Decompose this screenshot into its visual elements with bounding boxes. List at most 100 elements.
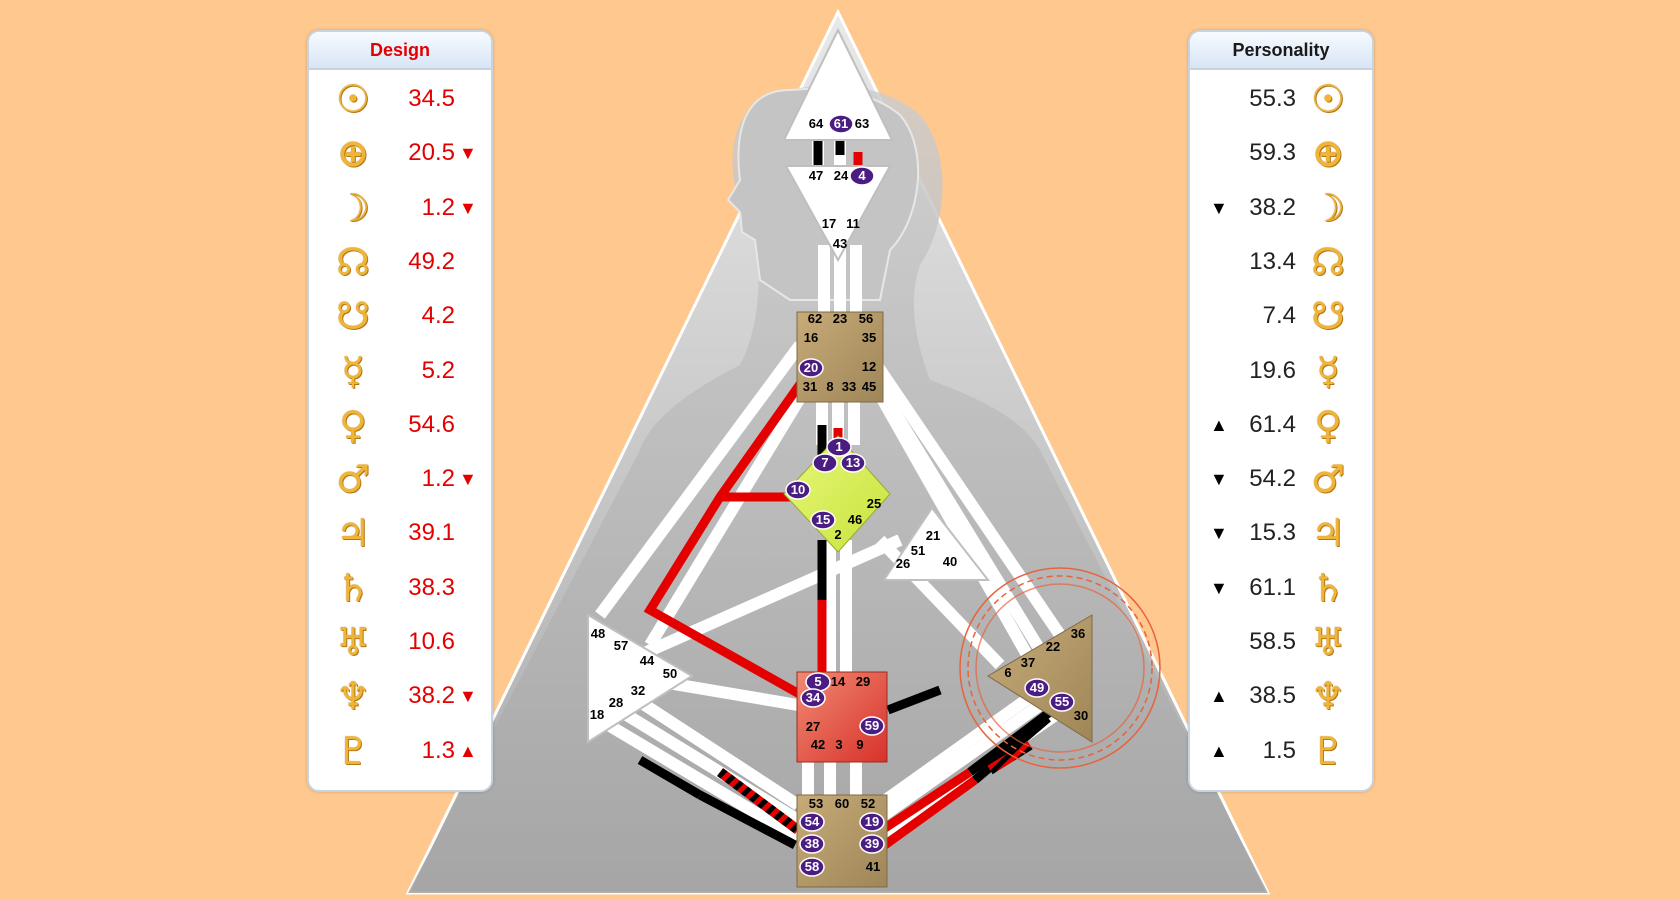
personality-row-mercury: ☿19.6 [1190, 344, 1372, 398]
design-direction-arrow: ▼ [459, 197, 477, 218]
personality-row-neptune: ♆38.5▲ [1190, 669, 1372, 723]
gate-64: 64 [809, 116, 824, 131]
personality-direction-arrow: ▼ [1210, 577, 1228, 598]
gate-number: 63 [855, 116, 869, 131]
mercury-icon: ☿ [1316, 348, 1340, 393]
gate-number: 15 [816, 512, 830, 527]
gate-number: 12 [862, 359, 876, 374]
neptune-icon: ♆ [335, 674, 371, 719]
gate-58: 58 [799, 857, 825, 877]
gate-number: 58 [805, 859, 819, 874]
gate-number: 7 [821, 455, 828, 470]
gate-number: 43 [833, 236, 847, 251]
design-row-moon: ☽1.2▼ [309, 181, 491, 235]
earth-icon: ⊕ [337, 131, 369, 176]
gate-number: 34 [806, 690, 821, 705]
gate-49: 49 [1024, 678, 1050, 698]
personality-row-pluto: ♇1.5▲ [1190, 724, 1372, 778]
design-value: 54.6 [408, 410, 455, 438]
gate-59: 59 [859, 716, 885, 736]
gate-26: 26 [896, 556, 910, 571]
personality-row-moon: ☽38.2▼ [1190, 181, 1372, 235]
personality-direction-arrow: ▼ [1210, 523, 1228, 544]
gate-7: 7 [812, 453, 838, 473]
jupiter-icon: ♃ [1310, 511, 1346, 556]
gate-number: 13 [846, 455, 860, 470]
gate-number: 27 [806, 719, 820, 734]
design-value: 49.2 [408, 247, 455, 275]
design-value: 38.3 [408, 573, 455, 601]
gate-activation-marker [799, 834, 825, 854]
ajna-center [784, 165, 892, 263]
gate-23: 23 [833, 311, 847, 326]
gate-4: 4 [849, 166, 875, 186]
uranus-icon: ♅ [335, 620, 371, 664]
gate-45: 45 [862, 379, 876, 394]
gate-number: 64 [809, 116, 824, 131]
gate-number: 26 [896, 556, 910, 571]
design-row-mercury: ☿5.2 [309, 344, 491, 398]
gate-41: 41 [866, 859, 880, 874]
gate-number: 1 [835, 439, 842, 454]
gate-43: 43 [833, 236, 847, 251]
gate-activation-marker [849, 166, 875, 186]
transit-halo [959, 567, 1161, 769]
ego-center [882, 506, 991, 581]
gate-number: 32 [631, 683, 645, 698]
gate-number: 45 [862, 379, 876, 394]
gate-number: 24 [834, 168, 849, 183]
gate-51: 51 [911, 543, 925, 558]
gate-2: 2 [834, 527, 841, 542]
gate-47: 47 [809, 168, 823, 183]
design-row-north-node: ☊49.2 [309, 235, 491, 289]
gate-number: 49 [1030, 680, 1044, 695]
personality-panel: Personality ☉55.3⊕59.3☽38.2▼☊13.4☋7.4☿19… [1188, 30, 1374, 792]
throat-center [796, 311, 884, 403]
gate-number: 52 [861, 796, 875, 811]
personality-row-saturn: ♄61.1▼ [1190, 561, 1372, 615]
design-direction-arrow: ▼ [459, 686, 477, 707]
design-value: 5.2 [421, 356, 455, 384]
gate-number: 61 [834, 116, 848, 131]
personality-direction-arrow: ▲ [1210, 740, 1228, 761]
gate-6: 6 [1004, 665, 1011, 680]
gate-number: 38 [805, 836, 819, 851]
gate-52: 52 [861, 796, 875, 811]
gate-63: 63 [855, 116, 869, 131]
design-row-pluto: ♇1.3▲ [309, 724, 491, 778]
gate-number: 20 [804, 360, 818, 375]
sun-icon: ☉ [335, 77, 371, 121]
gate-number: 51 [911, 543, 925, 558]
neptune-icon: ♆ [1310, 674, 1346, 719]
gate-48: 48 [591, 626, 605, 641]
design-panel-title: Design [309, 32, 491, 70]
gate-30: 30 [1074, 708, 1088, 723]
gate-number: 3 [835, 737, 842, 752]
design-value: 1.2 [421, 193, 455, 221]
gate-13: 13 [840, 453, 866, 473]
personality-row-north-node: ☊13.4 [1190, 235, 1372, 289]
gate-number: 50 [663, 666, 677, 681]
gate-54: 54 [799, 812, 825, 832]
gate-number: 29 [856, 674, 870, 689]
design-value: 38.2 [408, 682, 455, 710]
gate-number: 6 [1004, 665, 1011, 680]
personality-row-south-node: ☋7.4 [1190, 289, 1372, 343]
gate-12: 12 [862, 359, 876, 374]
personality-value: 58.5 [1249, 628, 1296, 655]
gate-60: 60 [835, 796, 849, 811]
gate-activation-marker [859, 716, 885, 736]
gate-10: 10 [785, 480, 811, 500]
defined-channel-layer [637, 138, 1053, 849]
personality-value: 38.5 [1249, 682, 1296, 710]
gate-number: 46 [848, 512, 862, 527]
gate-number: 22 [1046, 639, 1060, 654]
gate-number: 54 [805, 814, 820, 829]
gate-number: 16 [804, 330, 818, 345]
gate-number: 9 [856, 737, 863, 752]
gate-number: 4 [858, 168, 866, 183]
sun-icon: ☉ [1310, 77, 1346, 121]
north-node-icon: ☊ [1311, 239, 1345, 284]
personality-row-sun: ☉55.3 [1190, 72, 1372, 126]
